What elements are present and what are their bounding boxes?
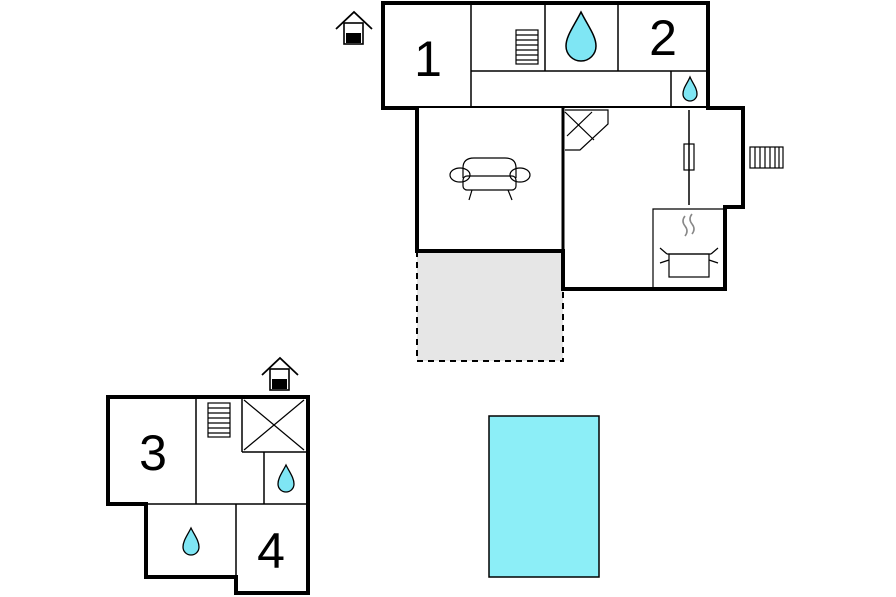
water-drop-icon (565, 10, 597, 62)
cooking-pot-icon (659, 213, 719, 278)
door-icon (683, 143, 695, 171)
lower-unit: 3 4 (106, 356, 310, 595)
entrance-icon (335, 10, 373, 45)
water-drop-icon (182, 526, 200, 556)
terrace (416, 250, 564, 362)
radiator-icon (749, 146, 784, 169)
water-drop-icon (277, 463, 295, 493)
entrance-icon (261, 356, 299, 391)
room-label: 3 (139, 425, 167, 481)
lower-interior-walls (110, 399, 306, 577)
fireplace-icon (243, 399, 305, 451)
swimming-pool (488, 415, 600, 578)
room-label: 4 (257, 523, 285, 579)
fireplace-icon (564, 109, 609, 151)
room-label: 1 (414, 31, 442, 87)
stairs-icon (515, 29, 539, 65)
upper-unit: 1 2 (335, 1, 784, 362)
upper-interior-walls (385, 5, 723, 287)
stairs-icon (207, 402, 231, 438)
room-label: 2 (649, 10, 677, 66)
sofa-icon (449, 157, 531, 201)
water-drop-icon (682, 75, 698, 102)
